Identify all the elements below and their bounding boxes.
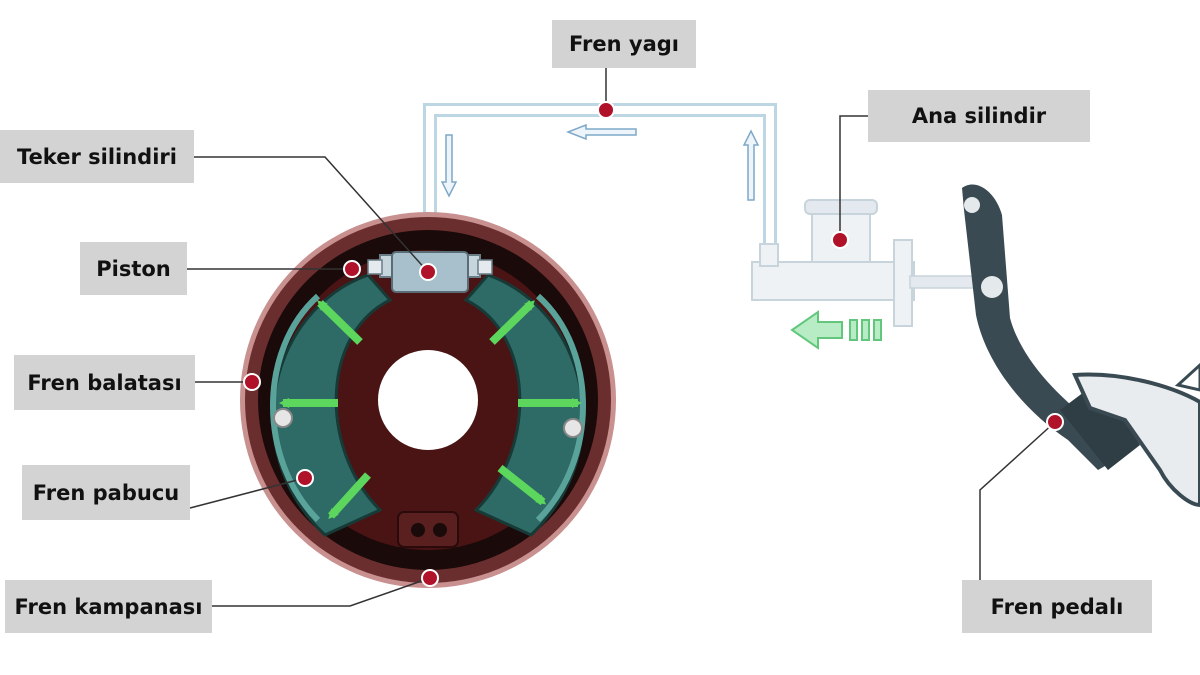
label-piston: Piston [80, 242, 187, 295]
label-fren-kampanasi: Fren kampanası [5, 580, 212, 633]
callout-lines [187, 68, 1056, 607]
callout-dot-fren-pedali [1046, 413, 1064, 431]
callout-line-fren-pedali [979, 421, 1056, 580]
callout-line-fren-kampanasi [212, 577, 431, 607]
callout-dot-fren-yagi [597, 101, 615, 119]
label-fren-balatasi: Fren balatası [14, 355, 195, 410]
brake-pedal [962, 184, 1200, 508]
callout-line-fren-pabucu [189, 477, 306, 509]
callout-line-teker-silindiri [194, 156, 429, 273]
callout-dot-piston [343, 260, 361, 278]
label-teker-silindiri: Teker silindiri [0, 130, 194, 183]
label-fren-pedali: Fren pedalı [962, 580, 1152, 633]
push-arrow [790, 310, 882, 350]
master-cylinder [751, 199, 981, 327]
flow-arrows [440, 123, 760, 201]
callout-line-ana-silindir [839, 115, 868, 240]
callout-dot-teker-silindiri [419, 263, 437, 281]
callout-dots [243, 101, 1064, 587]
callout-dot-ana-silindir [831, 231, 849, 249]
force-arrows [279, 300, 582, 519]
callout-dot-fren-balatasi [243, 373, 261, 391]
label-ana-silindir: Ana silindir [868, 90, 1090, 142]
callout-dot-fren-pabucu [296, 469, 314, 487]
label-fren-yagi: Fren yagı [552, 20, 696, 68]
callout-dot-fren-kampanasi [421, 569, 439, 587]
label-fren-pabucu: Fren pabucu [22, 465, 190, 520]
